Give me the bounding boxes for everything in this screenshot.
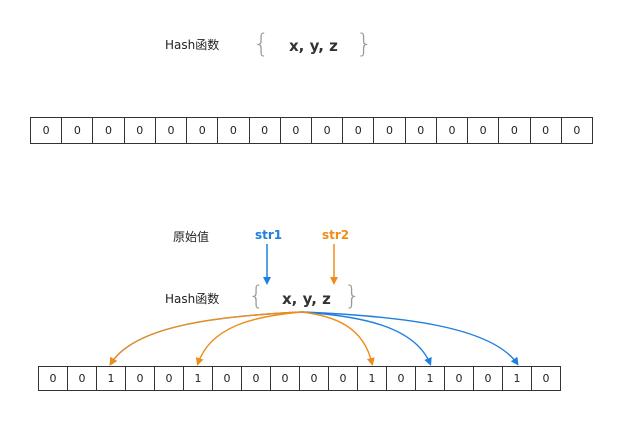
- bottom-bit-cell: 1: [184, 367, 213, 390]
- bottom-bit-cell: 0: [387, 367, 416, 390]
- bottom-bit-cell: 0: [242, 367, 271, 390]
- top-bit-cell: 0: [406, 118, 437, 143]
- top-bit-cell: 0: [93, 118, 125, 143]
- bottom-bit-cell: 1: [358, 367, 387, 390]
- top-hash-inputs: x, y, z: [289, 37, 338, 55]
- bottom-bit-cell: 1: [97, 367, 126, 390]
- bottom-bit-cell: 0: [213, 367, 242, 390]
- bottom-bit-cell: 1: [503, 367, 532, 390]
- top-bit-cell: 0: [343, 118, 375, 143]
- top-bit-cell: 0: [468, 118, 500, 143]
- bottom-bit-cell: 0: [126, 367, 155, 390]
- bottom-bit-cell: 0: [329, 367, 358, 390]
- bottom-hash-function-label: Hash函数: [165, 292, 220, 306]
- bottom-bit-cell: 0: [68, 367, 97, 390]
- top-bit-cell: 0: [187, 118, 219, 143]
- bottom-bit-cell: 1: [416, 367, 445, 390]
- top-bit-cell: 0: [125, 118, 156, 143]
- top-bit-cell: 0: [281, 118, 312, 143]
- bottom-bit-cell: 0: [474, 367, 503, 390]
- bottom-bit-cell: 0: [542, 372, 550, 385]
- top-bit-cell: 0: [312, 118, 344, 143]
- top-bit-cell: 0: [499, 118, 531, 143]
- top-left-brace: {: [253, 29, 270, 59]
- bottom-bit-cell: 0: [445, 367, 474, 390]
- top-bit-cell: 0: [573, 124, 581, 137]
- str2-label: str2: [322, 228, 350, 242]
- str2-hash-arrow: [109, 311, 303, 366]
- top-bit-cell: 0: [62, 118, 94, 143]
- bottom-bit-cell: 0: [271, 367, 300, 390]
- top-hash-function-label: Hash函数: [165, 38, 220, 52]
- bottom-hash-inputs: x, y, z: [282, 290, 331, 308]
- bottom-bit-cell: 0: [39, 367, 68, 390]
- str2-hash-arrow: [301, 311, 375, 366]
- top-bit-cell: 0: [218, 118, 250, 143]
- bottom-right-brace: }: [344, 281, 361, 311]
- raw-value-label: 原始值: [173, 230, 210, 244]
- str1-hash-arrow: [301, 311, 432, 366]
- top-bit-cell: 0: [531, 118, 562, 143]
- top-bit-cell: 0: [374, 118, 406, 143]
- str2-hash-arrow: [195, 311, 303, 366]
- top-bit-cell: 0: [250, 118, 281, 143]
- str1-label: str1: [255, 228, 283, 242]
- bottom-bit-cell: 0: [155, 367, 184, 390]
- bottom-bit-cell: 0: [300, 367, 329, 390]
- bottom-left-brace: {: [248, 281, 265, 311]
- top-bit-cell: 0: [437, 118, 469, 143]
- top-right-brace: }: [356, 29, 373, 59]
- str1-hash-arrow: [109, 311, 303, 366]
- top-bit-cell: 0: [31, 118, 63, 143]
- str1-hash-arrow: [301, 311, 519, 366]
- top-bit-cell: 0: [156, 118, 188, 143]
